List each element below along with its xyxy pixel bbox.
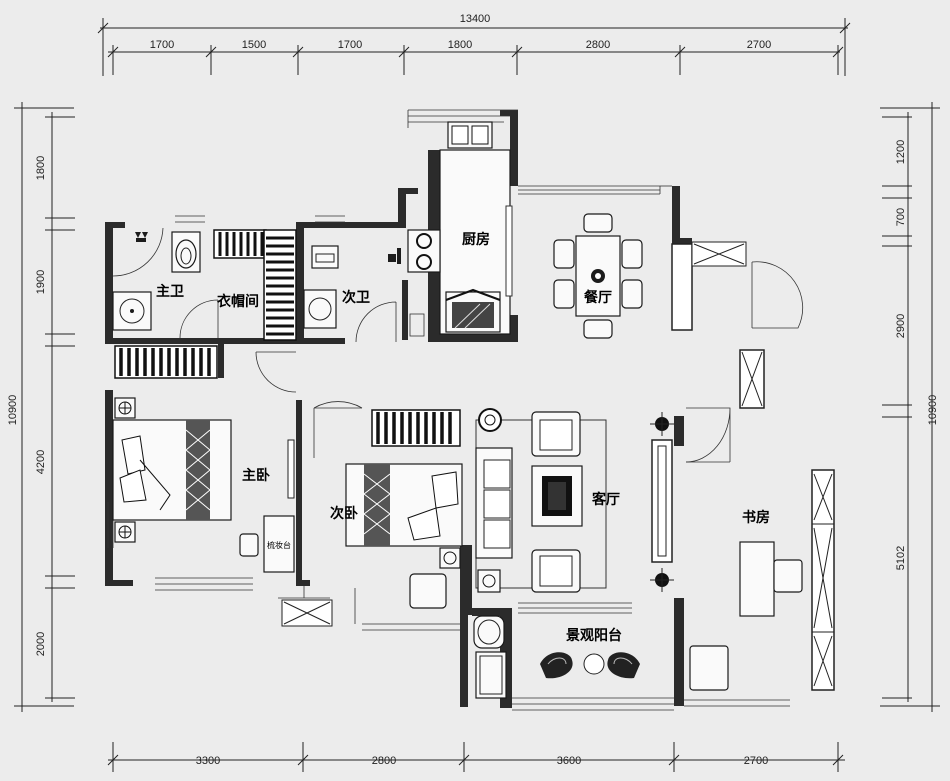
walls: [105, 110, 692, 708]
living-room-furniture: [475, 408, 674, 593]
bottom-dimension-lines: [107, 742, 845, 772]
bottom-dimension-3: 3600: [557, 755, 581, 767]
right-dimension-lines: [880, 102, 940, 712]
right-dimension-1: 1200: [895, 140, 907, 164]
left-dimension-2: 1900: [35, 270, 47, 294]
kitchen-fixtures: [407, 121, 513, 335]
wardrobe-racks: [114, 229, 461, 447]
room-label-study: 书房: [742, 509, 770, 526]
top-dimension-2: 1500: [242, 39, 266, 51]
balcony-furniture: [473, 615, 640, 699]
bottom-dimension-1: 3300: [196, 755, 220, 767]
top-dimension-4: 1800: [448, 39, 472, 51]
left-dimension-1: 1800: [35, 156, 47, 180]
room-label-balcony: 景观阳台: [566, 627, 622, 644]
study-furniture: [689, 349, 835, 691]
room-label-second-bedroom: 次卧: [330, 505, 358, 522]
right-dimension-3: 2900: [895, 314, 907, 338]
right-dimension-2: 700: [895, 208, 907, 226]
left-dimension-4: 2000: [35, 632, 47, 656]
room-label-master-bath: 主卫: [156, 283, 184, 300]
left-total-dimension: 10900: [7, 395, 19, 426]
right-total-dimension: 10900: [927, 395, 939, 426]
top-dimension-5: 2800: [586, 39, 610, 51]
master-bedroom-furniture: [112, 397, 295, 573]
second-bedroom-furniture: [281, 463, 463, 627]
room-label-living-room: 客厅: [591, 491, 620, 508]
room-label-second-bath: 次卫: [342, 289, 370, 306]
bottom-dimension-4: 2700: [744, 755, 768, 767]
master-bath-fixtures: [112, 231, 201, 331]
top-dimension-1: 1700: [150, 39, 174, 51]
room-label-master-bedroom: 主卧: [242, 467, 270, 484]
doors: [112, 227, 804, 463]
window-lines: [107, 109, 790, 711]
room-label-wardrobe: 衣帽间: [217, 293, 259, 310]
dining-set: [553, 213, 747, 339]
bottom-dimension-2: 2800: [372, 755, 396, 767]
room-label-kitchen: 厨房: [462, 231, 490, 248]
room-label-dining: 餐厅: [583, 289, 612, 306]
top-dimension-6: 2700: [747, 39, 771, 51]
top-dimension-lines: [97, 18, 851, 76]
top-total-dimension: 13400: [460, 13, 491, 25]
left-dimension-3: 4200: [35, 450, 47, 474]
right-dimension-4: 5102: [895, 546, 907, 570]
top-dimension-3: 1700: [338, 39, 362, 51]
left-dimension-lines: [14, 102, 75, 712]
dresser-label: 梳妆台: [267, 540, 291, 550]
second-bath-fixtures: [303, 245, 401, 329]
